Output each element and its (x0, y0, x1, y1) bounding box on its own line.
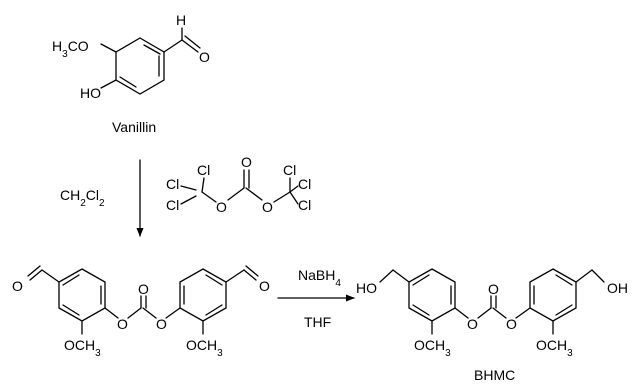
bhmc-carbonyl-o: O (488, 281, 499, 297)
vanillin-aldehyde-o-label: O (199, 49, 210, 65)
dialdehyde-aldehyde-o-left: O (12, 278, 23, 294)
vanillin-methoxy-label: H3CO (52, 38, 89, 60)
dialdehyde-molecule: O O O O O OCH3 OCH3 (12, 265, 270, 359)
step2-solvent: THF (304, 314, 331, 330)
step2: NaBH4 THF (277, 267, 355, 330)
bhmc-bonds (379, 268, 605, 335)
triphosgene-cl-4: Cl (283, 162, 296, 178)
triphosgene-cl-2: Cl (166, 176, 179, 192)
triphosgene-carbonyl-o: O (241, 154, 252, 170)
bhmc-name: BHMC (474, 367, 515, 383)
triphosgene-cl-3: Cl (166, 197, 179, 213)
vanillin-name: Vanillin (112, 119, 156, 135)
bhmc-o-2: O (506, 316, 517, 332)
dialdehyde-bonds (27, 265, 259, 335)
triphosgene-bonds (180, 169, 299, 205)
triphosgene-cl-1: Cl (197, 162, 210, 178)
step1-solvent: CH2Cl2 (60, 187, 105, 209)
triphosgene-molecule: Cl Cl Cl O O O Cl Cl Cl (166, 154, 311, 215)
vanillin-molecule: H3CO HO H O Vanillin (52, 12, 210, 135)
dialdehyde-methoxy-left: OCH3 (64, 337, 101, 359)
bhmc-molecule: HO O O O OH OCH3 OCH3 BHMC (356, 268, 628, 383)
dialdehyde-methoxy-right: OCH3 (186, 337, 223, 359)
triphosgene-cl-6: Cl (298, 197, 311, 213)
bhmc-methoxy-right: OCH3 (536, 337, 573, 359)
bhmc-methoxy-left: OCH3 (414, 337, 451, 359)
dialdehyde-o-1: O (117, 316, 128, 332)
triphosgene-o-1: O (216, 199, 227, 215)
bhmc-o-1: O (467, 316, 478, 332)
step1: CH2Cl2 (60, 159, 144, 237)
bhmc-hydroxyl-right: OH (607, 280, 628, 296)
vanillin-bonds (100, 27, 201, 95)
triphosgene-o-2: O (262, 199, 273, 215)
step2-reagent: NaBH4 (298, 267, 341, 289)
dialdehyde-aldehyde-o-right: O (259, 278, 270, 294)
triphosgene-cl-5: Cl (298, 176, 311, 192)
vanillin-hydroxyl-label: HO (80, 85, 101, 101)
vanillin-aldehyde-h-label: H (176, 12, 186, 28)
dialdehyde-o-2: O (156, 316, 167, 332)
bhmc-hydroxyl-left: HO (356, 280, 377, 296)
dialdehyde-carbonyl-o: O (138, 281, 149, 297)
